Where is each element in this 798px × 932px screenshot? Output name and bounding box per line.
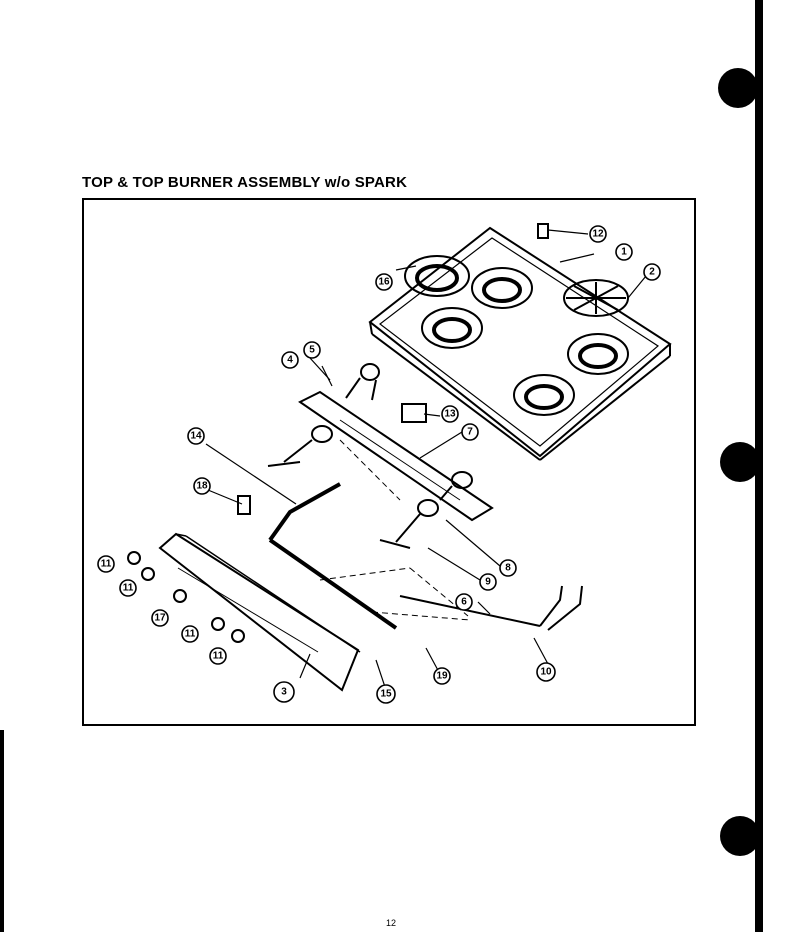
callout-label-7: 7 — [467, 427, 473, 438]
callout-label-11d: 11 — [213, 651, 224, 662]
callout-19 — [433, 667, 451, 685]
callout-label-11b: 11 — [123, 583, 134, 594]
callout-5 — [303, 341, 321, 359]
callout-label-9: 9 — [485, 577, 491, 588]
callout-label-16: 16 — [378, 277, 390, 288]
callout-label-19: 19 — [436, 671, 448, 682]
callout-label-14: 14 — [190, 431, 202, 442]
callout-label-15: 15 — [380, 689, 392, 700]
callout-8 — [499, 559, 517, 577]
control-knobs — [127, 551, 245, 643]
callout-markers — [97, 225, 661, 704]
callout-9 — [479, 573, 497, 591]
callout-17 — [151, 609, 169, 627]
callout-15 — [376, 684, 396, 704]
bracket-part-18 — [237, 495, 251, 515]
callout-13 — [441, 405, 459, 423]
callout-12 — [589, 225, 607, 243]
callout-label-8: 8 — [505, 563, 511, 574]
burner-head-spoked — [563, 279, 629, 317]
callout-11d — [209, 647, 227, 665]
burner-valves — [267, 363, 473, 549]
callout-10 — [536, 662, 556, 682]
callout-label-10: 10 — [540, 667, 552, 678]
callout-6 — [455, 593, 473, 611]
diagram-frame — [82, 198, 696, 726]
callout-2 — [643, 263, 661, 281]
callout-label-18: 18 — [196, 481, 208, 492]
page-title: TOP & TOP BURNER ASSEMBLY w/o SPARK — [82, 174, 408, 191]
callout-label-12: 12 — [592, 229, 604, 240]
callout-label-2: 2 — [649, 267, 655, 278]
callout-label-13: 13 — [444, 409, 456, 420]
callout-3 — [273, 681, 295, 703]
page-number: 12 — [386, 918, 397, 928]
thermostat-bracket — [401, 403, 427, 423]
igniter-leads — [399, 585, 583, 631]
burner-grate-front-right — [513, 374, 575, 416]
callout-label-1: 1 — [621, 247, 627, 258]
callout-label-11c: 11 — [185, 629, 196, 640]
burner-manifold — [298, 390, 494, 522]
gas-tube — [268, 482, 398, 630]
callout-11b — [119, 579, 137, 597]
callout-label-11a: 11 — [101, 559, 112, 570]
callout-label-4: 4 — [287, 355, 293, 366]
burner-grate-front-left — [421, 307, 483, 349]
callout-4 — [281, 351, 299, 369]
callout-label-5: 5 — [309, 345, 315, 356]
callout-label-17: 17 — [154, 613, 166, 624]
callout-11a — [97, 555, 115, 573]
control-panel — [158, 532, 361, 692]
burner-grate-back-right — [471, 267, 533, 309]
callout-1 — [615, 243, 633, 261]
callout-14 — [187, 427, 205, 445]
callout-label-3: 3 — [281, 687, 287, 698]
callout-label-6: 6 — [461, 597, 467, 608]
callout-16 — [375, 273, 393, 291]
punch-hole-bottom — [720, 816, 760, 856]
binding-edge-left — [0, 730, 4, 932]
callout-18 — [193, 477, 211, 495]
clip-part — [537, 223, 549, 239]
punch-hole-middle — [720, 442, 760, 482]
punch-hole-top — [718, 68, 758, 108]
callout-11c — [181, 625, 199, 643]
cooktop-panel — [368, 226, 672, 461]
callout-7 — [461, 423, 479, 441]
burner-grate-right — [567, 333, 629, 375]
burner-grate-back-left — [404, 255, 470, 297]
